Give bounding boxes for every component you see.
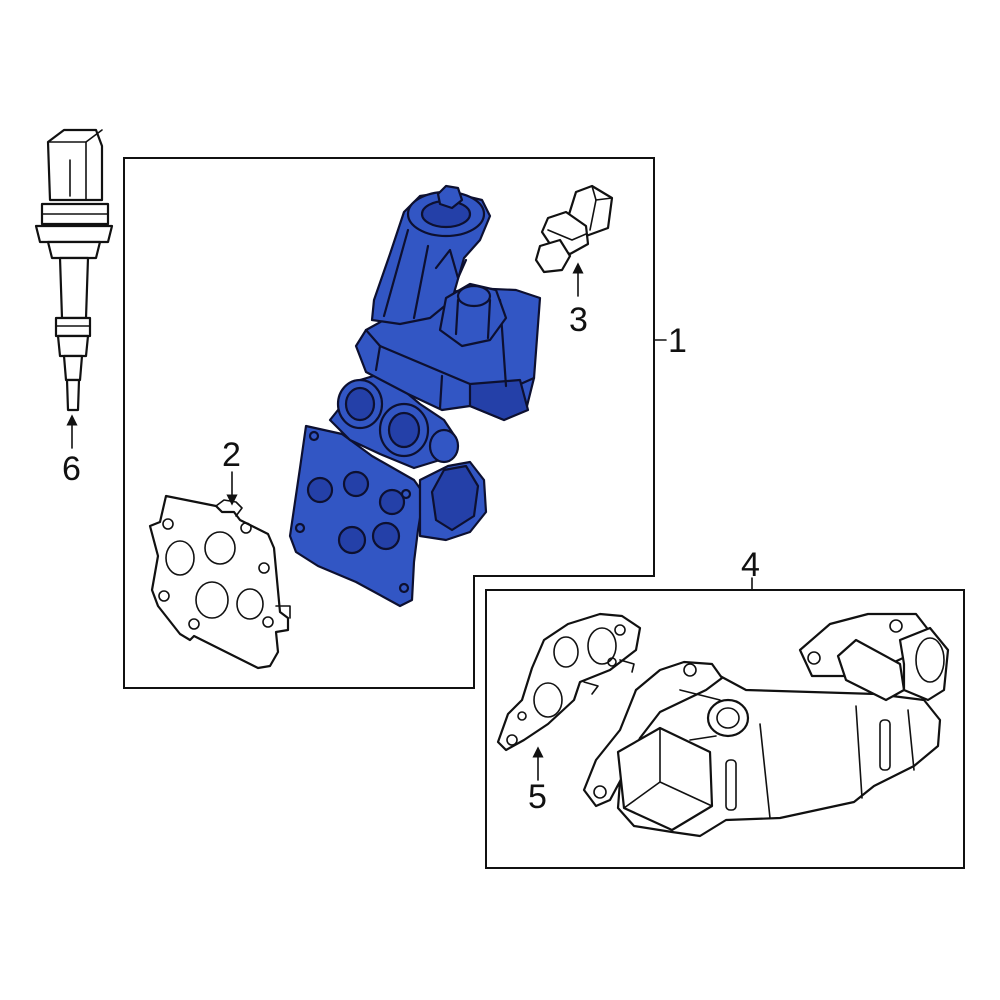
callout-6: 6 bbox=[62, 450, 81, 488]
callout-2: 2 bbox=[222, 436, 241, 474]
callout-1: 1 bbox=[668, 322, 687, 360]
group-box-1 bbox=[123, 157, 655, 689]
group-box-4 bbox=[485, 589, 965, 869]
gasket-part-2 bbox=[148, 494, 291, 670]
sensor-part-6 bbox=[34, 128, 114, 412]
gasket-part-5 bbox=[496, 612, 642, 752]
callout-4: 4 bbox=[741, 546, 760, 584]
sensor-part-3 bbox=[534, 184, 614, 274]
callout-5: 5 bbox=[528, 778, 547, 816]
callout-3: 3 bbox=[569, 301, 588, 339]
egr-valve-part-1 bbox=[288, 184, 542, 608]
egr-cooler-part-4 bbox=[582, 612, 950, 838]
